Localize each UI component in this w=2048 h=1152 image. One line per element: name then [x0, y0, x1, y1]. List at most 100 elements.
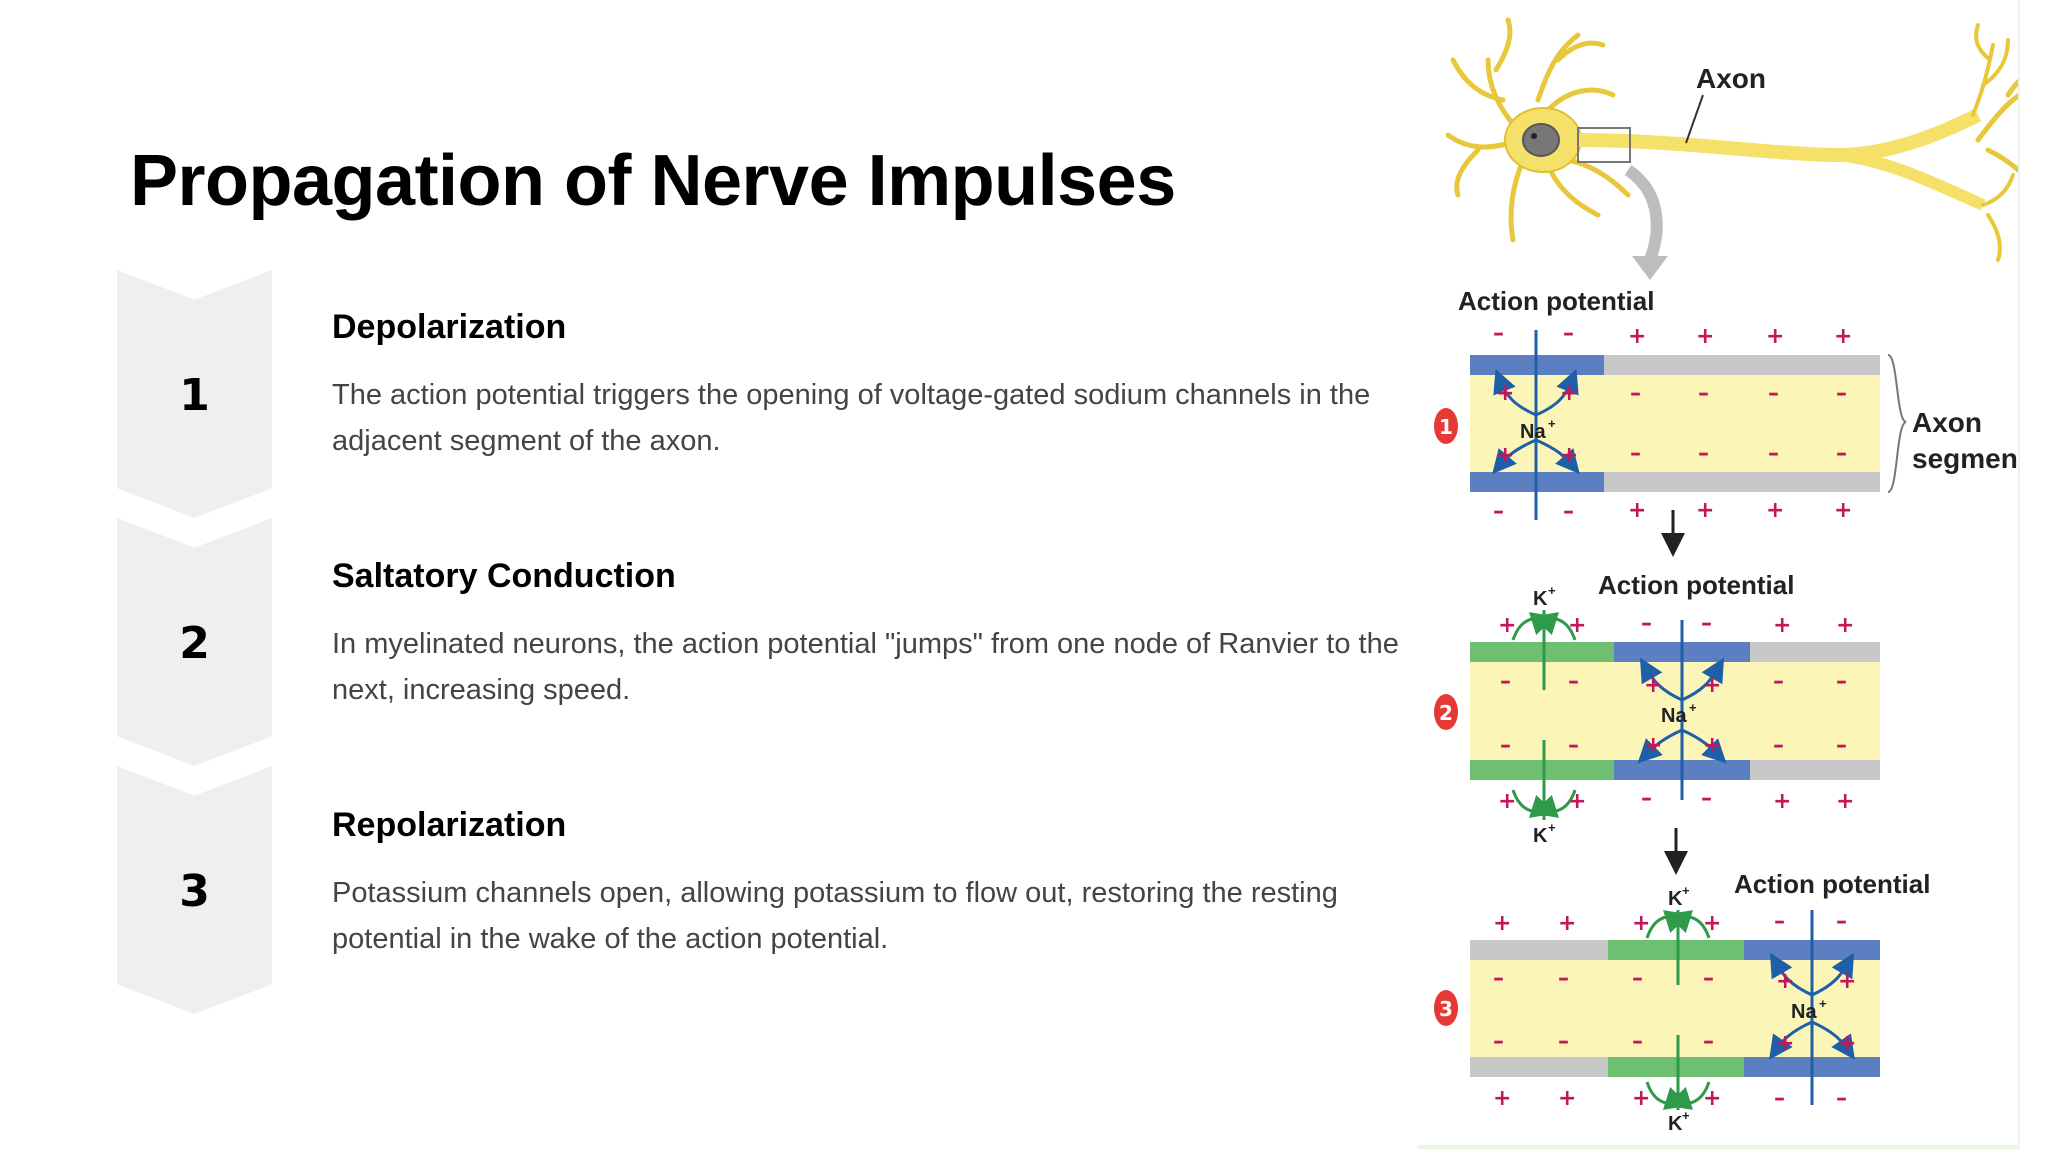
svg-text:+: +	[1632, 911, 1650, 936]
page-title: Propagation of Nerve Impulses	[130, 141, 1176, 221]
svg-text:+: +	[1558, 911, 1576, 936]
stage-3: Action potential K + K + Na +	[1434, 869, 1930, 1135]
svg-text:+: +	[1628, 498, 1646, 523]
svg-text:–: –	[1698, 381, 1709, 406]
diagram-svg: Axon Action potential Na + – – – – – – – – – – …	[1434, 17, 2018, 1135]
stage-3-k-top-charge: +	[1682, 883, 1690, 898]
svg-text:+: +	[1773, 789, 1791, 814]
svg-text:+: +	[1838, 969, 1856, 994]
svg-text:+: +	[1836, 613, 1854, 638]
stage-2-na-charge: +	[1689, 700, 1697, 715]
svg-text:–: –	[1701, 786, 1712, 811]
stage-1-action-potential-label: Action potential	[1458, 286, 1654, 316]
stage-3-na-label: Na	[1791, 1001, 1817, 1023]
svg-text:–: –	[1500, 733, 1511, 758]
svg-text:–: –	[1558, 1029, 1569, 1054]
svg-text:–: –	[1630, 381, 1641, 406]
stage-1-na-label: Na	[1520, 421, 1546, 443]
svg-text:–: –	[1563, 499, 1574, 524]
stage-3-na-charge: +	[1819, 996, 1827, 1011]
svg-text:–: –	[1773, 733, 1784, 758]
stage-2-na-label: Na	[1661, 705, 1687, 727]
nerve-impulse-diagram: Axon Action potential Na + – – – – – – – – – – …	[1418, 0, 2020, 1149]
svg-text:+: +	[1496, 443, 1514, 468]
svg-text:–: –	[1493, 966, 1504, 991]
svg-text:–: –	[1568, 669, 1579, 694]
stage-3-k-bottom-charge: +	[1682, 1108, 1690, 1123]
svg-text:+: +	[1703, 911, 1721, 936]
step-1-description: The action potential triggers the openin…	[332, 379, 1371, 457]
svg-text:–: –	[1703, 1029, 1714, 1054]
step-3-title: Repolarization	[332, 806, 567, 844]
svg-text:+: +	[1496, 381, 1514, 406]
svg-text:–: –	[1632, 1029, 1643, 1054]
svg-text:+: +	[1560, 381, 1578, 406]
svg-text:+: +	[1834, 498, 1852, 523]
svg-text:–: –	[1768, 441, 1779, 466]
step-2-chevron	[117, 518, 272, 766]
step-3-chevron	[117, 766, 272, 1014]
svg-text:+: +	[1703, 673, 1721, 698]
svg-text:–: –	[1630, 441, 1641, 466]
svg-text:–: –	[1563, 321, 1574, 346]
svg-text:–: –	[1836, 909, 1847, 934]
step-1-title: Depolarization	[332, 308, 567, 346]
svg-text:+: +	[1628, 324, 1646, 349]
svg-text:+: +	[1498, 613, 1516, 638]
step-1-number: 1	[179, 370, 210, 421]
stage-2-k-bottom-charge: +	[1548, 820, 1556, 835]
svg-text:+: +	[1644, 733, 1662, 758]
svg-text:+: +	[1834, 324, 1852, 349]
step-3-number: 3	[179, 866, 210, 917]
stage-2-action-potential-label: Action potential	[1598, 570, 1794, 600]
svg-text:+: +	[1568, 613, 1586, 638]
svg-text:+: +	[1568, 789, 1586, 814]
stage-1: Action potential Na + – – – – – – – – – – – – + +…	[1434, 286, 2018, 557]
svg-text:+: +	[1632, 1086, 1650, 1111]
svg-text:+: +	[1776, 969, 1794, 994]
step-2-title: Saltatory Conduction	[332, 557, 676, 595]
svg-text:–: –	[1641, 786, 1652, 811]
svg-text:–: –	[1641, 611, 1652, 636]
svg-text:+: +	[1838, 1031, 1856, 1056]
stage-2-k-top-charge: +	[1548, 583, 1556, 598]
svg-text:–: –	[1703, 966, 1714, 991]
step-3-description: Potassium channels open, allowing potass…	[332, 877, 1338, 955]
stage-2-k-top-label: K	[1533, 588, 1548, 610]
stage-2: Action potential K + K + Na +	[1434, 570, 1880, 875]
svg-text:–: –	[1558, 966, 1569, 991]
svg-text:+: +	[1836, 789, 1854, 814]
svg-text:+: +	[1644, 673, 1662, 698]
svg-text:–: –	[1836, 441, 1847, 466]
svg-text:–: –	[1493, 1029, 1504, 1054]
stage-3-action-potential-label: Action potential	[1734, 869, 1930, 899]
svg-text:+: +	[1493, 911, 1511, 936]
step-1-chevron	[117, 270, 272, 518]
svg-text:+: +	[1703, 733, 1721, 758]
svg-text:–: –	[1493, 499, 1504, 524]
svg-text:–: –	[1701, 611, 1712, 636]
svg-text:–: –	[1698, 441, 1709, 466]
svg-text:+: +	[1773, 613, 1791, 638]
svg-text:+: +	[1558, 1086, 1576, 1111]
stage-1-na-charge: +	[1548, 416, 1556, 431]
stage-3-k-top-label: K	[1668, 888, 1683, 910]
svg-text:+: +	[1703, 1086, 1721, 1111]
stage-2-badge: 2	[1439, 701, 1453, 725]
step-2-number: 2	[179, 618, 210, 669]
svg-text:–: –	[1632, 966, 1643, 991]
svg-text:+: +	[1776, 1031, 1794, 1056]
svg-text:+: +	[1560, 443, 1578, 468]
step-2-description: In myelinated neurons, the action potent…	[332, 628, 1399, 706]
svg-text:+: +	[1493, 1086, 1511, 1111]
svg-text:–: –	[1768, 381, 1779, 406]
svg-text:–: –	[1774, 909, 1785, 934]
svg-text:–: –	[1836, 733, 1847, 758]
stage-1-badge: 1	[1439, 415, 1453, 439]
neuron-illustration: Axon	[1445, 17, 2018, 280]
svg-text:+: +	[1696, 498, 1714, 523]
axon-segment-label-line-2: segment	[1912, 443, 2018, 474]
svg-text:–: –	[1493, 321, 1504, 346]
svg-text:–: –	[1774, 1086, 1785, 1111]
svg-text:–: –	[1836, 381, 1847, 406]
